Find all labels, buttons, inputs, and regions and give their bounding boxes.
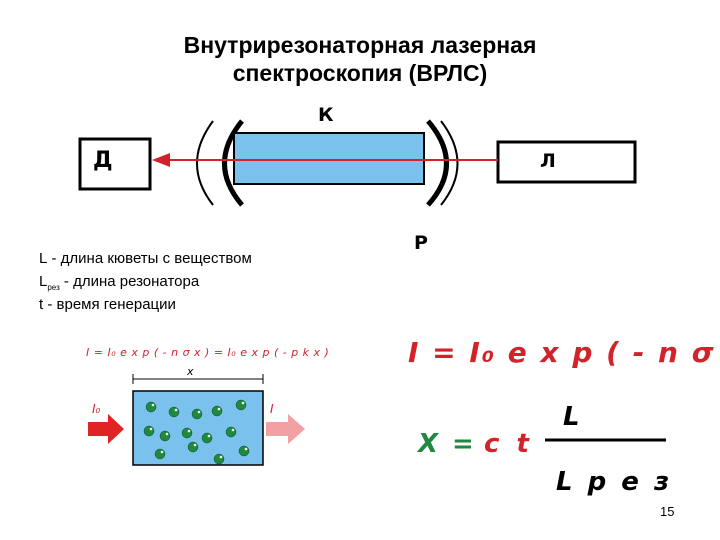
cuvette-label: К xyxy=(318,104,334,126)
x-label: x xyxy=(186,365,194,378)
fraction-denominator: L р е з xyxy=(556,467,672,497)
right-mirror-inner xyxy=(426,119,449,207)
left-mirror-outer xyxy=(196,120,214,206)
legend-line-1: L - длина кюветы с веществом xyxy=(39,250,252,267)
fraction-numerator: L xyxy=(563,402,580,432)
laser-label: Л xyxy=(540,150,556,172)
laser-box xyxy=(496,140,637,184)
cuvette xyxy=(233,132,425,185)
cell-formula: I = I₀ e x p ( - n σ x ) = I₀ e x p ( - … xyxy=(86,346,329,359)
beam-arrowhead xyxy=(152,153,170,167)
equals-sign: = xyxy=(452,429,474,459)
x-variable: X xyxy=(416,429,440,459)
legend-line-2: Lрез - длина резонатора xyxy=(39,273,200,292)
transmitted-arrow xyxy=(266,414,305,444)
resonator-label: Р xyxy=(414,232,428,254)
title-line-1: Внутрирезонаторная лазерная xyxy=(183,32,537,58)
detector-label: Д xyxy=(93,148,113,173)
i-label: I xyxy=(270,402,274,416)
page-number: 15 xyxy=(660,504,675,519)
incident-arrow xyxy=(88,414,124,444)
detector-box xyxy=(78,137,152,191)
i0-label: I₀ xyxy=(92,402,101,416)
right-mirror-outer xyxy=(440,120,459,206)
ct-term: c t xyxy=(484,429,533,459)
title-line-2: спектроскопия (ВРЛС) xyxy=(232,60,488,86)
legend-line-3: t - время генерации xyxy=(39,296,176,313)
left-mirror-inner xyxy=(222,119,244,207)
main-formula: I = I₀ e x p ( - n σ X ) ; xyxy=(408,336,720,369)
particles xyxy=(143,399,250,465)
